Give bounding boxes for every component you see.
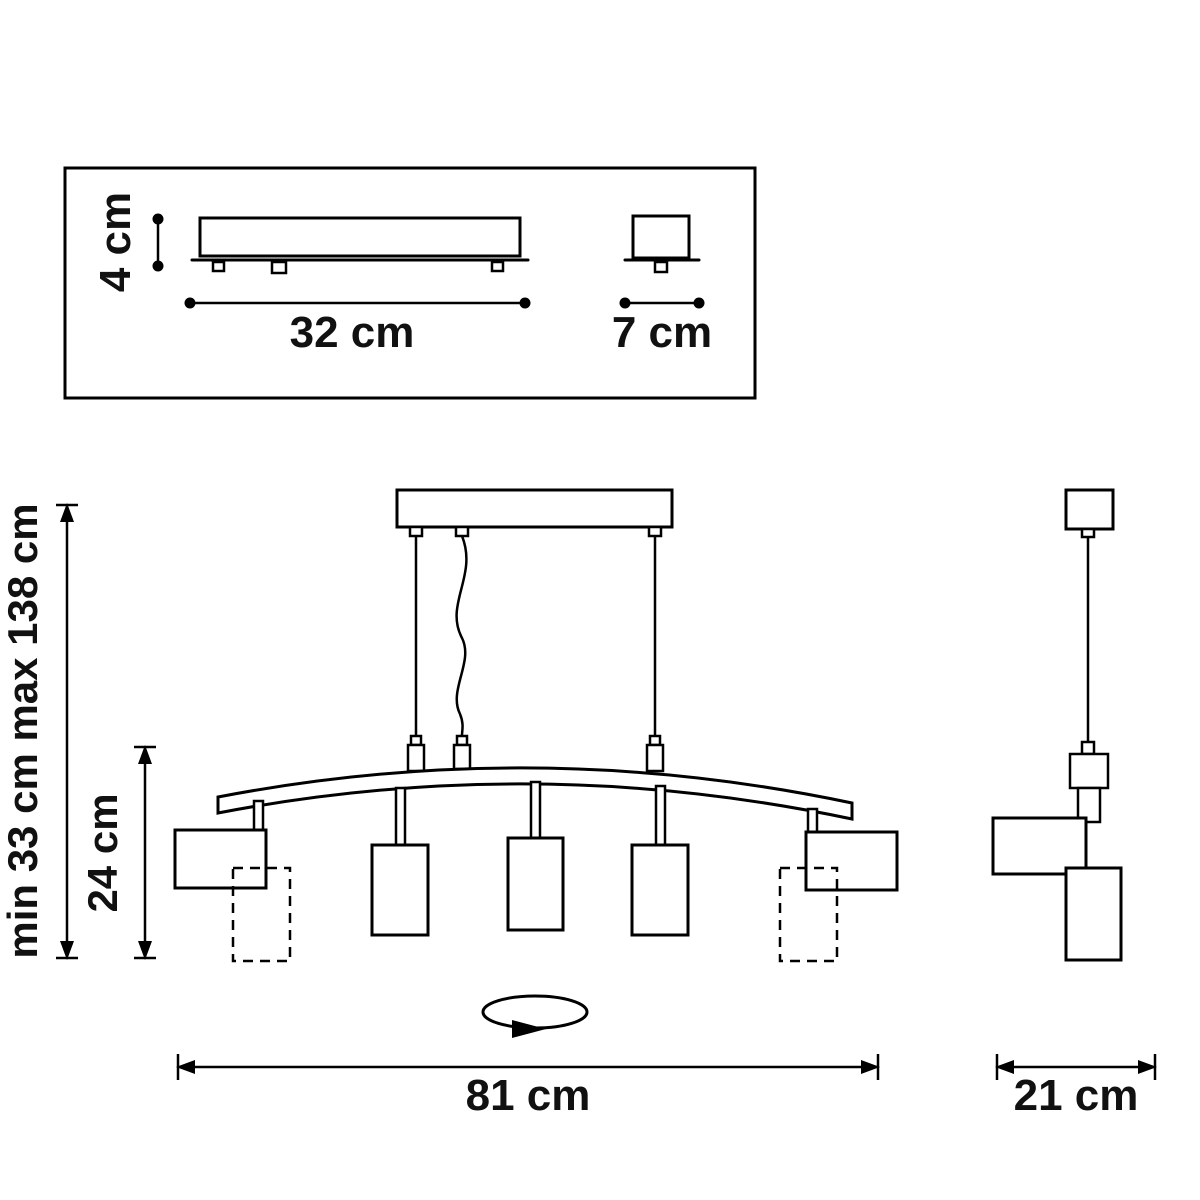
plate-height-label: 4 cm	[91, 192, 140, 292]
lamp-shade	[370, 843, 430, 937]
lamp-shade-rotated-dashed-left	[231, 866, 292, 963]
suspension-cables	[406, 535, 665, 773]
lamp-stem	[394, 786, 407, 847]
plate-width-label: 7 cm	[612, 308, 712, 357]
dimension-plate-height: 4 cm	[91, 192, 164, 292]
lamp-shades	[173, 828, 899, 963]
lamp-shade-horizontal-right	[804, 830, 899, 892]
dimension-front-width: 81 cm	[176, 1054, 880, 1120]
suspension-cable-middle	[455, 535, 468, 741]
pendant-side-view: 21 cm	[991, 488, 1157, 1120]
arm-holder-side	[1068, 752, 1110, 790]
rotation-arrow-icon	[481, 994, 589, 1038]
ceiling-plate	[395, 488, 674, 538]
lamp-shade-horizontal-left	[173, 828, 268, 890]
lamp-shade	[630, 843, 690, 937]
lamp-stem	[252, 799, 265, 834]
arm-stem-side	[1076, 786, 1102, 824]
front-width-label: 81 cm	[466, 1071, 591, 1120]
lamp-stem	[529, 780, 542, 840]
plate-length-label: 32 cm	[290, 308, 415, 357]
dimension-plate-length: 32 cm	[184, 297, 531, 357]
mount-plate-side-view	[190, 216, 530, 275]
inset-frame	[63, 166, 757, 400]
side-width-label: 21 cm	[1014, 1071, 1139, 1120]
lamp-shade-rotated-dashed-right	[778, 866, 839, 963]
suspension-height-label: min 33 cm max 138 cm	[0, 503, 46, 958]
dimension-side-width: 21 cm	[995, 1054, 1157, 1120]
mount-plate-inset: 4 cm 32 cm 7 cm	[63, 166, 757, 400]
lamp-shade-side-vertical	[1064, 866, 1123, 962]
ceiling-plate-side	[1064, 488, 1115, 531]
lamp-stem	[806, 807, 819, 835]
mount-plate-end-view	[623, 214, 701, 274]
dimension-body-height: 24 cm	[79, 745, 156, 960]
dimension-plate-width: 7 cm	[612, 297, 712, 357]
dimension-suspension-height: min 33 cm max 138 cm	[0, 503, 78, 960]
lamp-stem	[654, 784, 667, 847]
body-height-label: 24 cm	[79, 793, 126, 912]
lamp-shade	[506, 836, 565, 932]
lamp-shade-side-horizontal	[991, 816, 1088, 876]
pendant-front-view: min 33 cm max 138 cm 24 cm 81 cm	[0, 488, 899, 1120]
